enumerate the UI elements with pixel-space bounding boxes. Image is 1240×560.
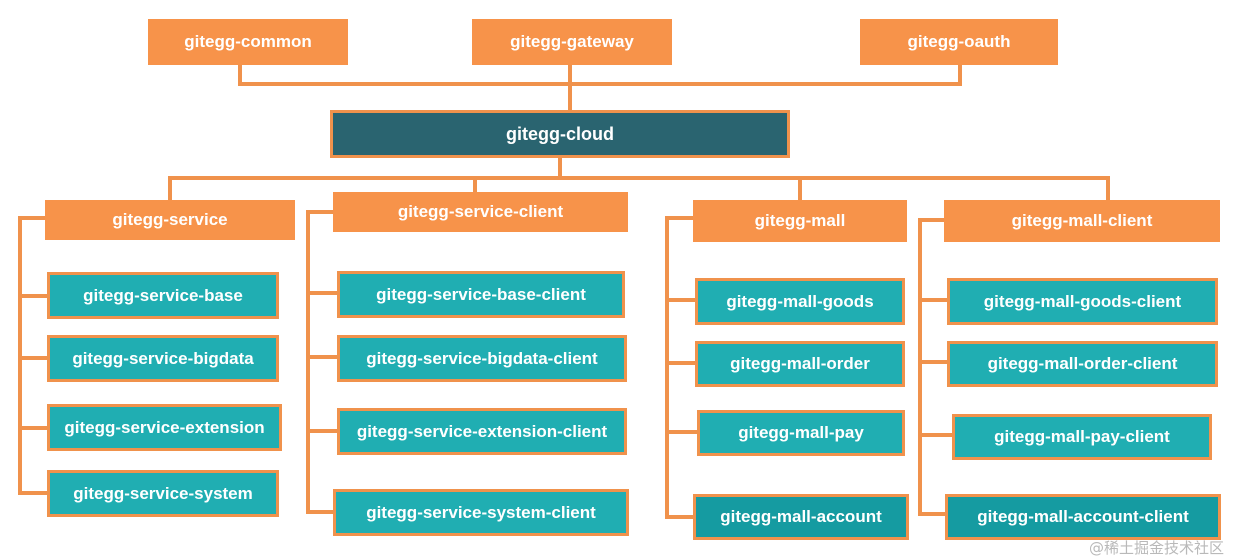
node-gitegg-cloud: gitegg-cloud [330,110,790,158]
node-gitegg-service-bigdata-client: gitegg-service-bigdata-client [337,335,627,382]
node-gitegg-common: gitegg-common [148,19,348,65]
node-gitegg-service-base: gitegg-service-base [47,272,279,319]
node-gitegg-service-base-client: gitegg-service-base-client [337,271,625,318]
watermark: @稀土掘金技术社区 [1088,539,1224,557]
group-gitegg-service-client: gitegg-service-client [333,192,628,232]
node-gitegg-mall-pay: gitegg-mall-pay [697,410,905,456]
node-gitegg-service-bigdata: gitegg-service-bigdata [47,335,279,382]
group-gitegg-mall-client: gitegg-mall-client [944,200,1220,242]
node-gitegg-mall-order-client: gitegg-mall-order-client [947,341,1218,387]
node-gitegg-gateway: gitegg-gateway [472,19,672,65]
group-gitegg-mall: gitegg-mall [693,200,907,242]
node-gitegg-mall-account-client: gitegg-mall-account-client [945,494,1221,540]
node-gitegg-service-system-client: gitegg-service-system-client [333,489,629,536]
node-gitegg-mall-goods: gitegg-mall-goods [695,278,905,325]
node-gitegg-oauth: gitegg-oauth [860,19,1058,65]
node-gitegg-mall-pay-client: gitegg-mall-pay-client [952,414,1212,460]
node-gitegg-service-system: gitegg-service-system [47,470,279,517]
group-gitegg-service: gitegg-service [45,200,295,240]
node-gitegg-mall-account: gitegg-mall-account [693,494,909,540]
node-gitegg-mall-order: gitegg-mall-order [695,341,905,387]
node-gitegg-service-extension-client: gitegg-service-extension-client [337,408,627,455]
node-gitegg-mall-goods-client: gitegg-mall-goods-client [947,278,1218,325]
node-gitegg-service-extension: gitegg-service-extension [47,404,282,451]
